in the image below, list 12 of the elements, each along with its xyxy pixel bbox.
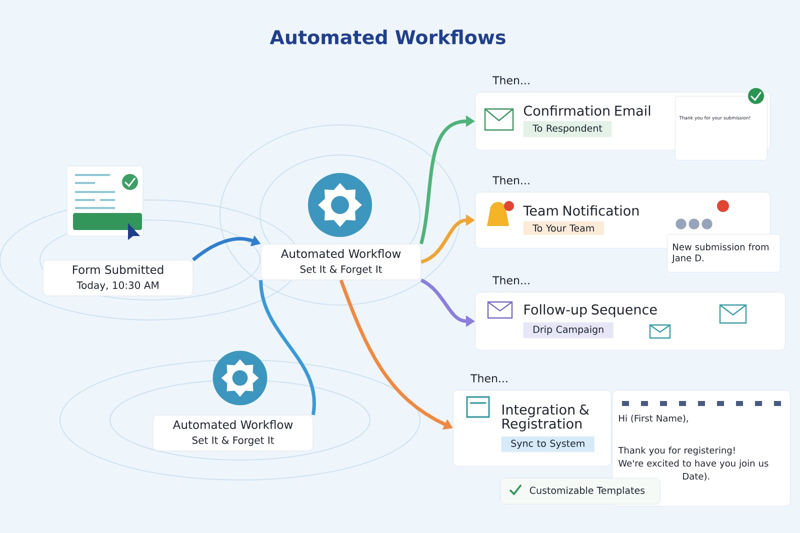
step-box: Form Submitted Today, 10:30 AM <box>42 260 194 296</box>
step-label: Then... <box>492 176 530 184</box>
notification-popup: New submission from Jane D. <box>667 234 780 272</box>
title: Automated Workflows <box>270 30 506 44</box>
step-label: Then... <box>492 76 530 84</box>
step-label: Then... <box>470 374 508 382</box>
action-card: Follow-up Sequence Drip Campaign <box>475 292 786 350</box>
step-box: Automated Workflow Set It & Forget It <box>260 244 422 280</box>
feature-badge: Customizable Templates <box>500 478 660 504</box>
step-label: Then... <box>492 276 530 284</box>
step-box: Automated Workflow Set It & Forget It <box>152 414 314 452</box>
action-card: Integration & Registration Sync to System <box>453 390 612 466</box>
